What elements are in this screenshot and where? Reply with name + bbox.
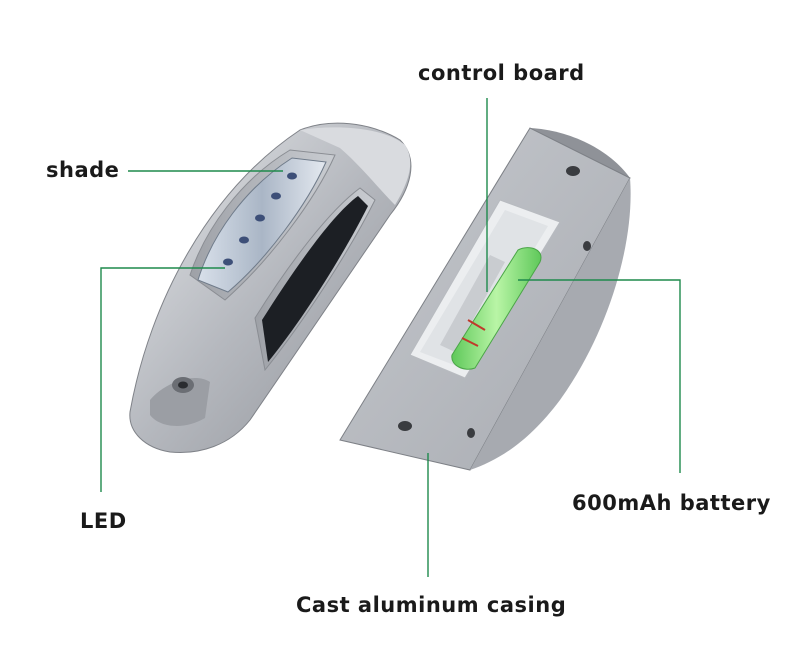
left-device — [129, 122, 412, 454]
right-device — [339, 127, 631, 471]
label-battery: 600mAh battery — [572, 491, 771, 515]
leader-line-battery — [518, 279, 681, 473]
leader-line-led — [100, 267, 225, 492]
label-control-board: control board — [418, 61, 585, 85]
leader-lines — [100, 98, 681, 577]
label-led: LED — [80, 509, 127, 533]
label-casing: Cast aluminum casing — [296, 593, 567, 617]
label-shade: shade — [46, 158, 120, 182]
